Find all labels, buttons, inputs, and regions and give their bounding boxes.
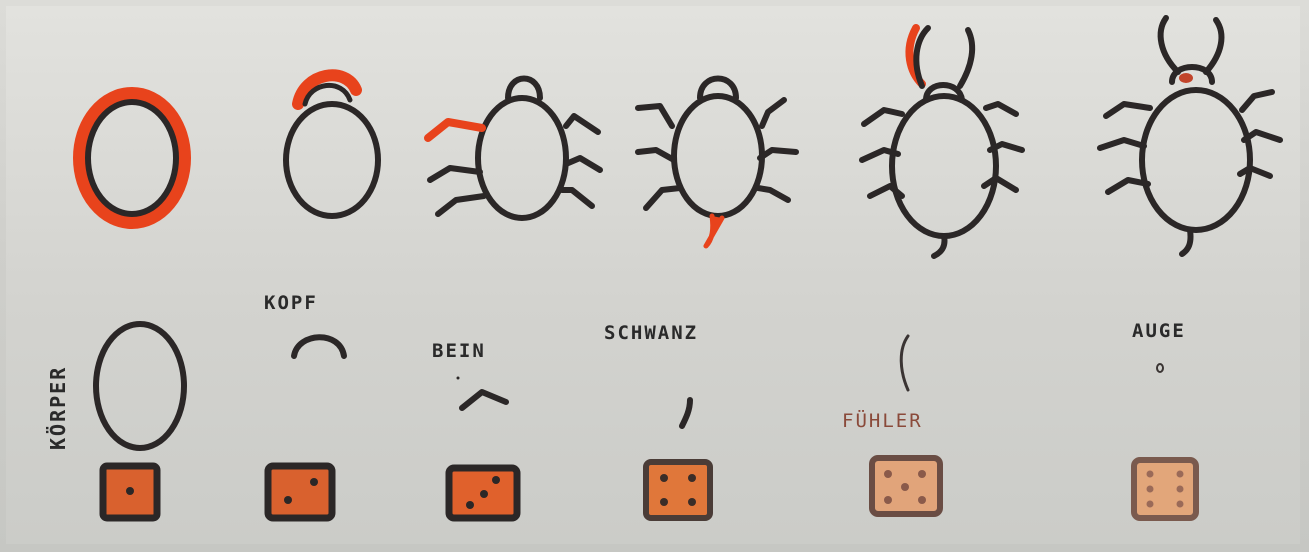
die-5	[872, 458, 940, 514]
label-auge: AUGE	[1132, 320, 1186, 342]
die-3	[449, 468, 517, 518]
part-bein-shape	[457, 377, 507, 409]
step-4-tail	[638, 79, 796, 247]
die-6	[1134, 460, 1196, 518]
step-6-complete-beetle	[1100, 18, 1280, 254]
label-fuehler: FÜHLER	[842, 410, 923, 432]
part-fuehler-shape	[901, 336, 908, 390]
step-2-body-head	[286, 75, 378, 216]
die-2	[268, 466, 332, 518]
step-5-antennae	[862, 28, 1022, 256]
label-kopf: KOPF	[264, 292, 318, 314]
label-bein: BEIN	[432, 340, 486, 362]
part-koerper-shape	[96, 324, 184, 448]
die-4	[646, 462, 710, 518]
part-schwanz-shape	[682, 400, 690, 426]
die-1	[103, 466, 157, 518]
part-kopf-shape	[294, 337, 344, 356]
label-schwanz: SCHWANZ	[604, 322, 698, 344]
step-3-legs	[428, 79, 600, 219]
part-auge-shape	[1157, 364, 1163, 372]
step-1-body	[80, 94, 184, 222]
label-koerper: KÖRPER	[46, 366, 70, 450]
